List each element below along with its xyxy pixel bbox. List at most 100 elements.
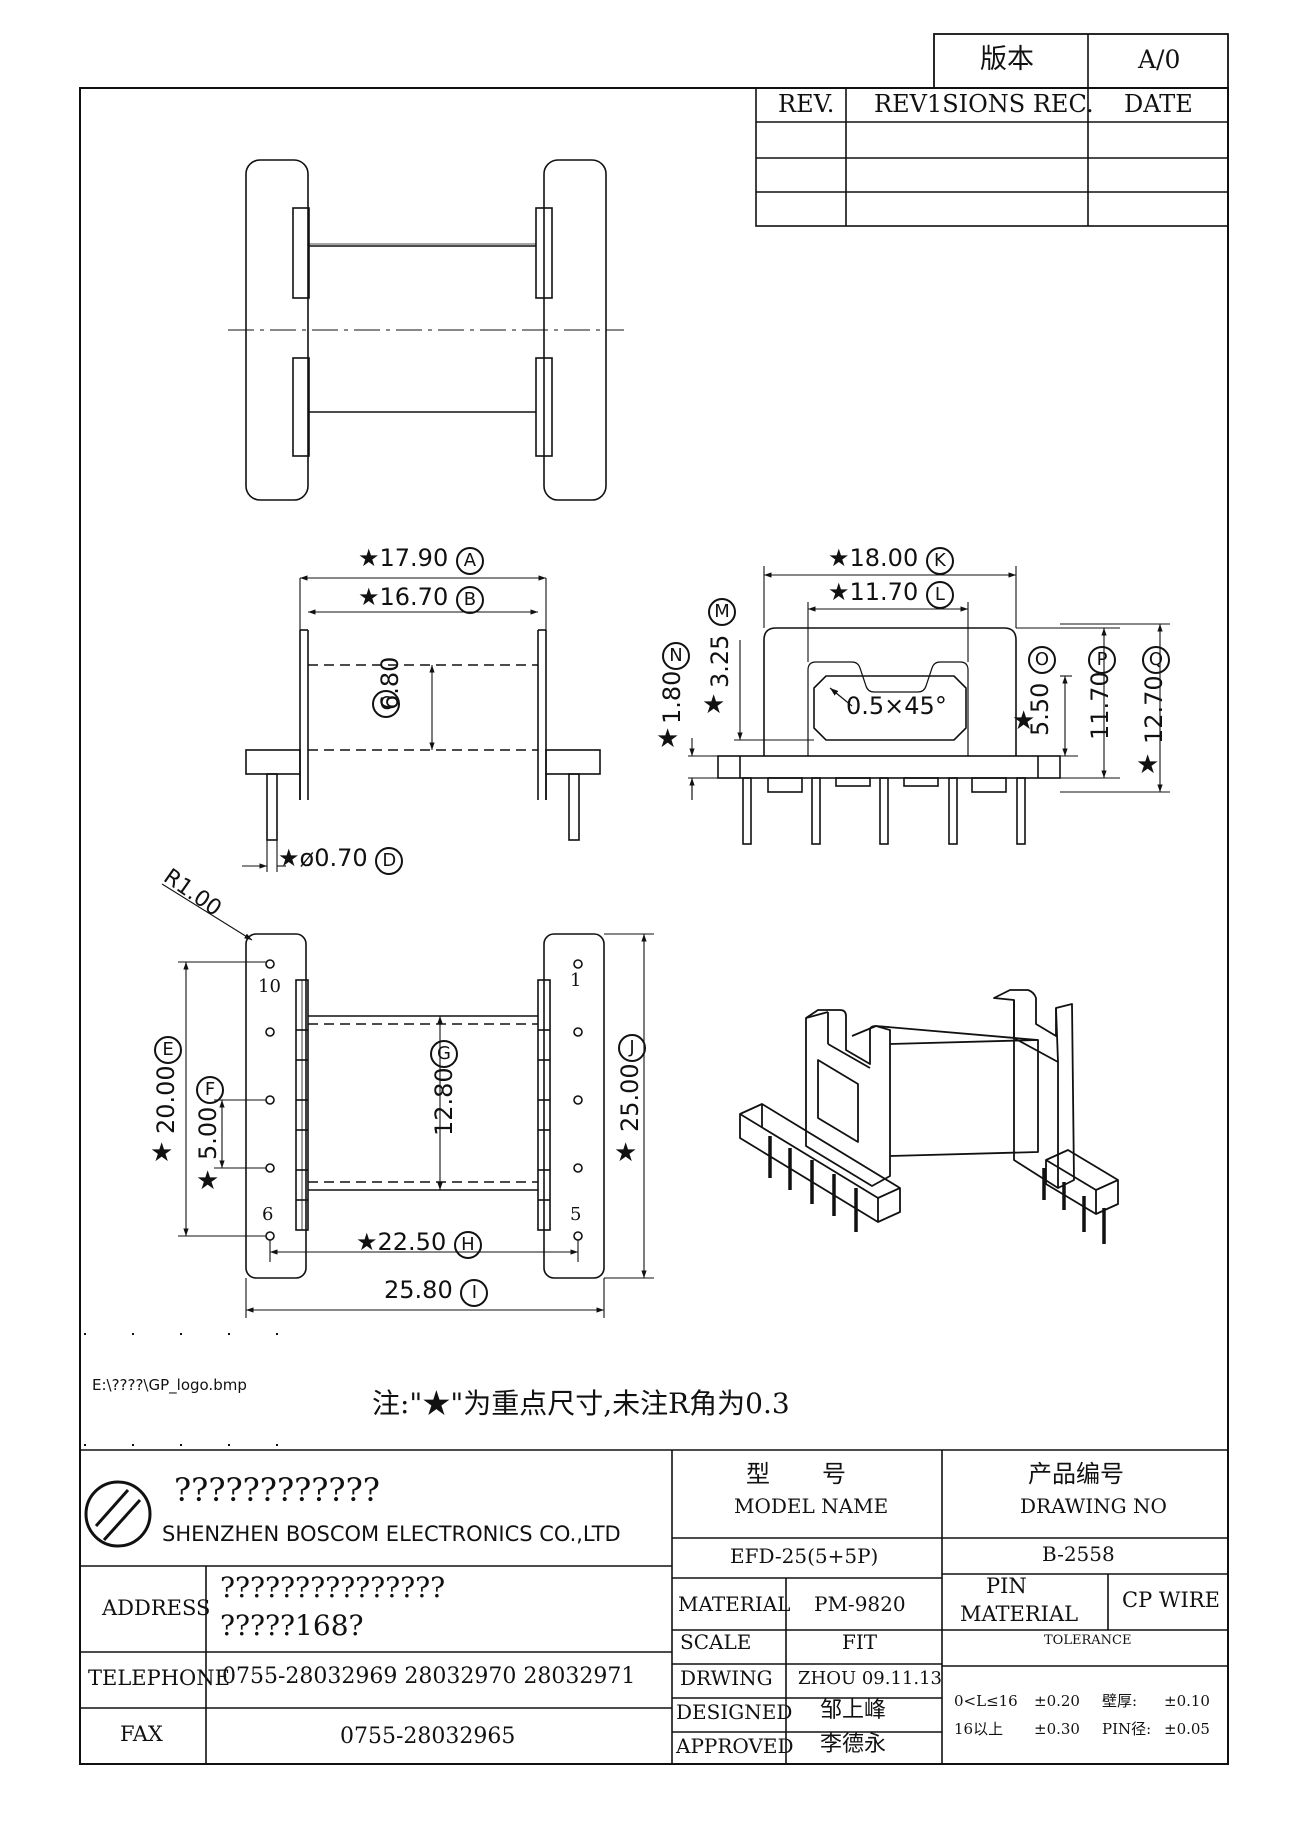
address-line-2: ?????168? [220,1609,364,1642]
dim-l-letter: L [925,581,954,609]
pin-material-label-2: MATERIAL [960,1602,1079,1626]
tol-wall-value: ±0.10 [1164,1692,1210,1710]
top-view [228,159,624,501]
dim-n-star: ★ [656,724,680,754]
dim-b-letter: B [455,586,484,614]
version-label: 版本 [980,44,1034,75]
version-box [933,33,1229,89]
dim-d-value: ø0.70 [299,844,368,872]
drawing-no-value: B-2558 [1042,1542,1115,1566]
dim-k-letter: K [925,547,954,575]
fax-label: FAX [120,1722,163,1746]
material-label: MATERIAL [678,1592,791,1616]
star-mark: ★ [828,544,850,572]
dim-p-value: 11.70 [1086,671,1114,740]
dim-a: ★17.90 A [358,546,484,575]
dim-i-letter: I [460,1279,489,1307]
dim-e-star: ★ [150,1138,174,1168]
telephone-label: TELEPHONE [88,1666,230,1690]
dim-k-value: 18.00 [849,544,919,572]
dim-n-letter: N [662,642,690,670]
dim-n-value: 1.80 [658,670,686,724]
dim-e-value: 20.00 [152,1065,180,1134]
dim-b-value: 16.70 [379,583,449,611]
dim-q-letter: Q [1142,646,1170,674]
pin-number-1: 1 [570,970,582,991]
company-logo [84,1480,152,1548]
star-mark: ★ [356,1228,378,1256]
approved-value: 李德永 [820,1732,887,1757]
scale-label: SCALE [680,1630,752,1654]
tol-range-2: 16以上 [954,1720,1004,1738]
revisions-header: REV1SIONS REC. [874,90,1094,118]
dim-m-star: ★ [702,690,726,720]
fax-value: 0755-28032965 [340,1724,516,1749]
company-name-en: SHENZHEN BOSCOM ELECTRONICS CO.,LTD [162,1522,621,1546]
dim-f-value: 5.00 [194,1106,222,1160]
revision-table [755,87,1229,227]
dim-e-letter: E [154,1036,182,1064]
dim-o-star: ★ [1012,706,1036,736]
model-label-en: MODEL NAME [734,1494,889,1518]
dim-d: ★ø0.70 D [278,844,404,875]
address-line-1: ??????????????? [220,1571,446,1604]
pin-number-6: 6 [262,1204,274,1225]
drawing-note: 注:"★"为重点尺寸,未注R角为0.3 [372,1387,790,1420]
pin-number-10: 10 [258,976,281,997]
dim-g-letter: G [430,1040,458,1068]
star-mark: ★ [358,544,380,572]
company-name-cn: ???????????? [174,1471,380,1509]
dim-a-value: 17.90 [379,544,449,572]
dim-k: ★18.00 K [828,546,954,575]
title-block-grid [80,1449,1228,1764]
tol-wall-label: 壁厚: [1102,1692,1138,1710]
front-view [245,629,601,841]
dim-h-letter: H [453,1231,482,1259]
pin-material-value: CP WIRE [1122,1588,1220,1612]
tol-range-1: 0<L≤16 [954,1692,1018,1710]
dim-j-star: ★ [614,1138,638,1168]
dim-l: ★11.70 L [828,580,954,609]
tol-value-1: ±0.20 [1034,1692,1080,1710]
designed-value: 邹上峰 [820,1698,887,1723]
isometric-view [739,989,1119,1244]
dim-c-letter: C [372,690,400,718]
designed-label: DESIGNED [676,1700,793,1724]
dim-j-letter: J [618,1034,646,1062]
date-header: DATE [1124,90,1193,118]
rev-header: REV. [778,90,835,118]
model-label-cn-2: 号 [822,1460,846,1488]
dim-l-value: 11.70 [849,578,919,606]
dim-d-letter: D [375,847,404,875]
star-mark: ★ [828,578,850,606]
approved-label: APPROVED [676,1734,794,1758]
dim-i-value: 25.80 [384,1276,453,1304]
model-value: EFD-25(5+5P) [730,1544,879,1568]
dim-m-letter: M [708,598,736,626]
telephone-value: 0755-28032969 28032970 28032971 [222,1664,636,1689]
side-view [717,627,1061,845]
bottom-dimensions [161,883,654,1318]
drawing-no-label-cn: 产品编号 [1028,1460,1124,1488]
tol-value-2: ±0.30 [1034,1720,1080,1738]
address-label: ADDRESS [102,1596,211,1620]
tol-pin-value: ±0.05 [1164,1720,1210,1738]
dim-b: ★16.70 B [358,585,484,614]
dim-h-value: 22.50 [377,1228,447,1256]
tolerance-label: TOLERANCE [1044,1633,1132,1648]
version-value: A/0 [1138,45,1181,74]
drwing-label: DRWING [680,1666,773,1690]
dim-i: 25.80 I [384,1276,489,1307]
scale-value: FIT [842,1630,878,1654]
pin-material-label-1: PIN [986,1574,1027,1598]
dim-m-value: 3.25 [706,634,734,688]
dim-a-letter: A [455,547,484,575]
logo-path: E:\????\GP_logo.bmp [92,1376,247,1394]
dim-h: ★22.50 H [356,1230,482,1259]
model-label-cn-1: 型 [746,1460,770,1488]
front-dimensions [242,575,547,872]
dim-c-value: 6.80 [376,656,404,710]
material-value: PM-9820 [814,1592,906,1616]
dim-j-value: 25.00 [616,1063,644,1132]
dim-g-value: 12.80 [430,1067,458,1136]
